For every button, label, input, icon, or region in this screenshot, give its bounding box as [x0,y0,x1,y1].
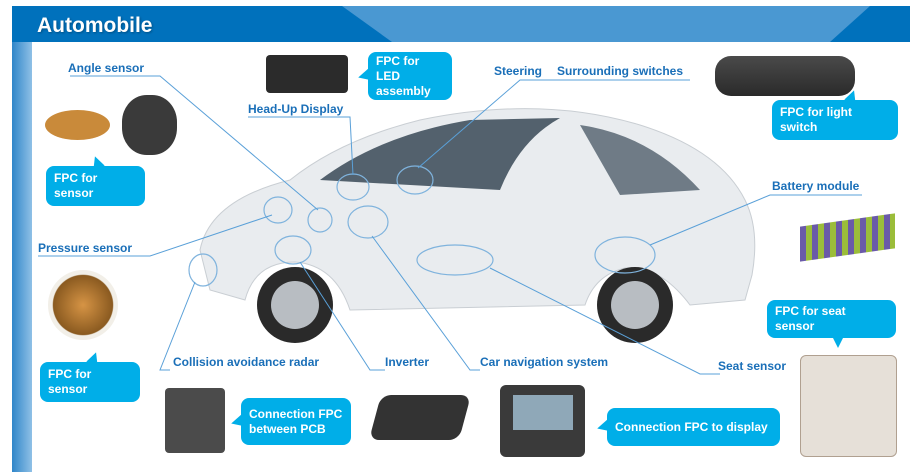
callout-fpc-seat-sensor: FPC for seat sensor [767,300,896,348]
pressure-sensor-image [48,270,118,340]
label-steering: Steering [494,64,543,78]
light-switch-image [715,56,855,96]
header-banner: Automobile [12,6,910,42]
label-angle-sensor: Angle sensor [68,61,145,75]
callout-fpc-light-switch: FPC for light switch [772,100,898,140]
label-inverter: Inverter [385,355,430,369]
radar-image [165,388,225,453]
page-title: Automobile [37,14,153,37]
angle-sensor-fpc-image [45,110,110,140]
angle-sensor-image [122,95,177,155]
left-border [12,42,32,472]
label-pressure-sensor: Pressure sensor [38,241,133,255]
callout-fpc-led-assembly: FPC for LED assembly [368,52,452,100]
inverter-image [368,395,472,440]
label-car-navigation: Car navigation system [480,355,609,369]
label-battery-module: Battery module [772,179,860,193]
label-collision-radar: Collision avoidance radar [173,355,320,369]
label-head-up-display: Head-Up Display [248,102,344,116]
callout-connection-fpc-pcb: Connection FPC between PCB [241,398,351,445]
callout-fpc-sensor-angle: FPC for sensor [46,166,145,206]
seat-sensor-image [800,355,897,457]
label-surrounding-switches: Surrounding switches [557,64,684,78]
label-seat-sensor: Seat sensor [718,359,787,373]
car-navigation-image [500,385,585,457]
hud-unit-image [266,55,348,93]
callout-fpc-sensor-pressure: FPC for sensor [40,362,140,402]
callout-connection-fpc-display: Connection FPC to display [607,408,780,446]
